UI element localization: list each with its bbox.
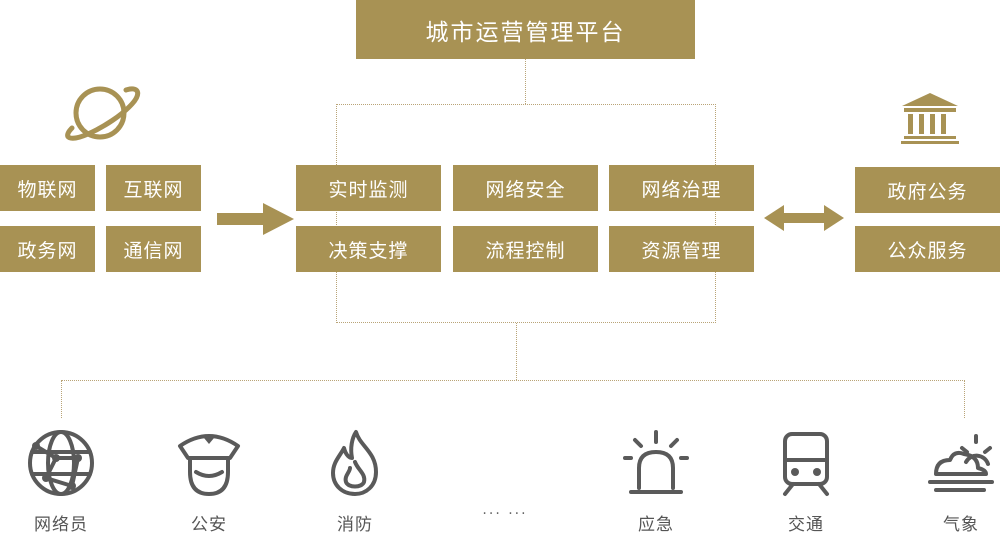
- double-arrow-icon: [764, 205, 844, 231]
- center-down-connector: [516, 323, 517, 380]
- weather-icon: [928, 434, 994, 492]
- arrow-right-icon: [217, 203, 294, 235]
- bottom-right-drop: [964, 380, 965, 418]
- fire-icon: [331, 430, 378, 496]
- department-police: 公安: [159, 428, 259, 535]
- globe-network-icon: [28, 430, 94, 496]
- bottom-distribution-line: [61, 380, 965, 381]
- function-process-control: 流程控制: [453, 226, 598, 272]
- department-label: 公安: [191, 515, 227, 535]
- department-weather: 气象: [911, 428, 1000, 535]
- train-icon: [783, 432, 829, 496]
- service-government-affairs: 政府公务: [855, 167, 1000, 213]
- department-label: 气象: [943, 515, 979, 535]
- more-departments-ellipsis: ··· ···: [482, 506, 528, 522]
- source-telecom: 通信网: [106, 226, 201, 272]
- bottom-left-drop: [61, 380, 62, 418]
- function-network-security: 网络安全: [453, 165, 598, 211]
- department-label: 消防: [337, 515, 373, 535]
- function-network-governance: 网络治理: [609, 165, 754, 211]
- government-building-icon: [901, 93, 959, 144]
- department-fire: 消防: [305, 428, 405, 535]
- platform-title: 城市运营管理平台: [356, 0, 695, 59]
- function-decision-support: 决策支撑: [296, 226, 441, 272]
- source-gov-network: 政务网: [0, 226, 95, 272]
- source-internet: 互联网: [106, 165, 201, 211]
- department-label: 交通: [788, 515, 824, 535]
- department-emergency: 应急: [606, 428, 706, 535]
- function-resource-management: 资源管理: [609, 226, 754, 272]
- center-group-frame: [336, 104, 716, 323]
- function-realtime-monitoring: 实时监测: [296, 165, 441, 211]
- department-label: 网络员: [34, 515, 88, 535]
- service-public-service: 公众服务: [855, 226, 1000, 272]
- department-network-staff: 网络员: [11, 428, 111, 535]
- source-iot: 物联网: [0, 165, 95, 211]
- department-traffic: 交通: [756, 428, 856, 535]
- department-label: 应急: [638, 515, 674, 535]
- police-icon: [178, 434, 240, 496]
- emergency-light-icon: [623, 430, 689, 494]
- planet-icon: [65, 86, 141, 141]
- title-connector: [525, 59, 526, 104]
